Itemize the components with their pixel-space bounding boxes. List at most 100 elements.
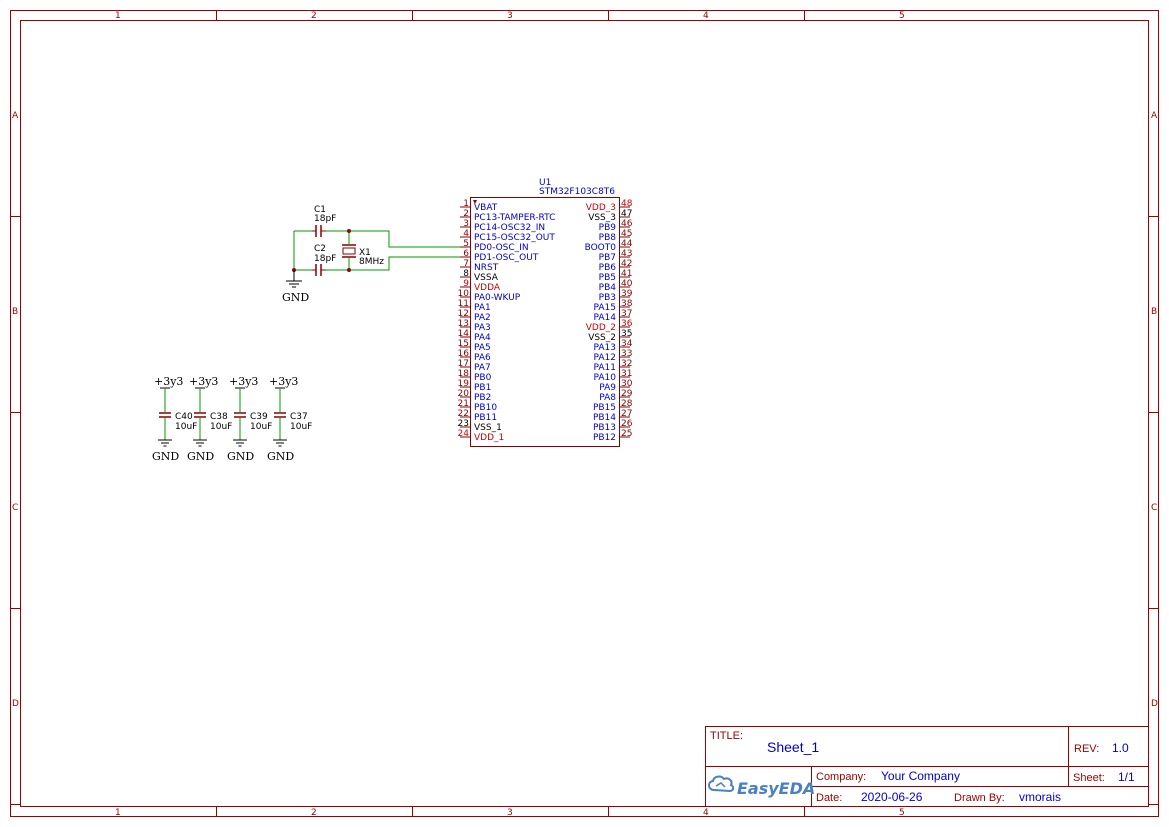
pin-name-left: VSS_1	[474, 423, 502, 433]
pin-name-left: NRST	[474, 263, 499, 273]
pin-number-left: 5	[463, 239, 469, 249]
power-label: +3y3	[189, 375, 218, 388]
pin-name-left: PB0	[474, 373, 492, 383]
gnd-symbol: GND	[282, 270, 309, 304]
gnd-label: GND	[282, 291, 309, 304]
pin-name-left: PA5	[474, 343, 491, 353]
gnd-label: GND	[267, 450, 294, 463]
pin-name-left: PD1-OSC_OUT	[474, 253, 539, 263]
pin-name-right: PA8	[599, 393, 616, 403]
cap-value: 10uF	[175, 422, 197, 432]
pin-number-left: 12	[458, 309, 469, 319]
pin-name-left: PB10	[474, 403, 497, 413]
pin-name-left: PC15-OSC32_OUT	[474, 233, 555, 243]
pin-name-left: PA3	[474, 323, 491, 333]
pin-number-right: 40	[621, 279, 633, 289]
zone-row-right: B	[1151, 307, 1157, 317]
sheet-number: 1/1	[1118, 770, 1135, 784]
power-label: +3y3	[229, 375, 258, 388]
zone-col-top: 1	[115, 11, 121, 21]
pin-number-left: 3	[463, 219, 469, 229]
crystal-x1[interactable]: X1 8MHz	[342, 244, 384, 267]
pin-number-left: 13	[458, 319, 469, 329]
pin-number-left: 4	[463, 229, 469, 239]
date-value: 2020-06-26	[861, 790, 923, 804]
pin-number-left: 20	[458, 389, 470, 399]
pin-name-left: PC13-TAMPER-RTC	[474, 213, 555, 223]
c1-value: 18pF	[314, 214, 336, 224]
pin-number-right: 25	[621, 429, 632, 439]
pin-name-left: PA7	[474, 363, 491, 373]
pin-name-left: PD0-OSC_IN	[474, 243, 529, 253]
pin-name-right: VSS_3	[588, 213, 616, 223]
pin-number-right: 35	[621, 329, 632, 339]
rev-value: 1.0	[1112, 741, 1129, 755]
gnd-label: GND	[187, 450, 214, 463]
pin-name-right: PB7	[599, 253, 616, 263]
pin-name-right: PA10	[594, 373, 617, 383]
pin-name-right: VDD_2	[586, 323, 616, 333]
pin-number-right: 41	[621, 269, 632, 279]
pin-number-left: 2	[463, 209, 469, 219]
easyeda-logo-text: EasyEDA	[737, 779, 815, 798]
cap-value: 10uF	[210, 422, 232, 432]
pin-name-right: PB14	[593, 413, 616, 423]
pin-number-right: 37	[621, 309, 632, 319]
pin-number-right: 38	[621, 299, 633, 309]
pin-name-left: VDDA	[474, 283, 501, 293]
pin-name-right: PB8	[599, 233, 617, 243]
pin-name-right: PB3	[599, 293, 616, 303]
crystal-circuit: C1 18pF C2 18pF X1 8MHz	[282, 205, 464, 304]
power-label: +3y3	[269, 375, 298, 388]
c1-designator: C1	[314, 205, 326, 215]
capacitor-c1[interactable]: C1 18pF	[312, 205, 336, 237]
pin-name-right: PA14	[594, 313, 617, 323]
zone-col-top: 5	[899, 11, 905, 21]
power-label: +3y3	[154, 375, 183, 388]
pin-number-left: 14	[458, 329, 470, 339]
capacitor-c2[interactable]: C2 18pF	[312, 244, 336, 276]
pin-number-right: 27	[621, 409, 632, 419]
pin1-marker	[473, 200, 477, 204]
pin-number-left: 24	[458, 429, 470, 439]
pin-name-left: PA6	[474, 353, 491, 363]
decoupling-capacitors: +3y3C4010uFGND+3y3C3810uFGND+3y3C3910uFG…	[152, 375, 312, 463]
pin-name-right: PB15	[593, 403, 616, 413]
pin-number-right: 30	[621, 379, 633, 389]
cap-designator: C38	[210, 412, 228, 422]
pin-number-left: 7	[463, 259, 469, 269]
pin-name-right: VSS_2	[588, 333, 616, 343]
pin-number-right: 45	[621, 229, 632, 239]
c2-value: 18pF	[314, 254, 336, 264]
pin-number-left: 17	[458, 359, 469, 369]
pin-number-right: 34	[621, 339, 633, 349]
pin-number-right: 28	[621, 399, 633, 409]
zone-col-top: 3	[507, 11, 513, 21]
pin-name-right: PB12	[593, 433, 616, 443]
junction-dot	[347, 229, 351, 233]
x1-value: 8MHz	[359, 257, 384, 267]
pin-number-left: 18	[458, 369, 470, 379]
title-label: TITLE:	[710, 730, 743, 742]
pin-number-right: 29	[621, 389, 633, 399]
pin-number-left: 11	[458, 299, 469, 309]
pin-name-right: PA12	[594, 353, 616, 363]
pin-number-right: 33	[621, 349, 632, 359]
zone-row-left: B	[12, 307, 18, 317]
pin-number-right: 42	[621, 259, 632, 269]
zone-row-right: A	[1151, 111, 1158, 121]
u1-part-number: STM32F103C8T6	[539, 187, 615, 197]
cap-designator: C40	[175, 412, 193, 422]
zone-row-left: D	[12, 699, 19, 709]
junction-dot	[347, 268, 351, 272]
company-label: Company:	[816, 771, 866, 783]
pin-number-left: 1	[463, 199, 469, 209]
x1-designator: X1	[359, 248, 371, 258]
zone-col-bottom: 2	[311, 808, 317, 818]
